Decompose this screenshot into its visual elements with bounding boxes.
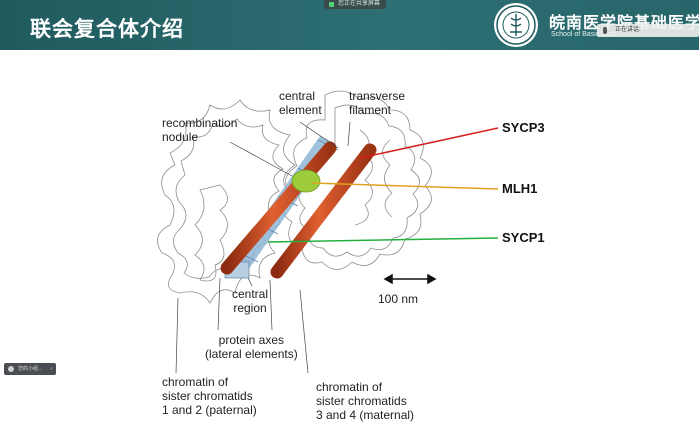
label-chromatin-paternal: chromatin of sister chromatids 1 and 2 (… [162,375,257,417]
slide-header: 联会复合体介绍 您正在共享屏幕 皖南医学院基础医学院 School of Bas… [0,0,699,50]
screen-share-label: 您正在共享屏幕 [338,1,381,7]
screen-share-indicator[interactable]: 您正在共享屏幕 [324,0,387,9]
lateral-element-maternal [270,143,377,279]
label-recombination-nodule: recombination nodule [162,116,238,144]
floating-toolbar-label: 您的小组... [18,366,43,372]
mlh1-pointer [311,182,499,190]
slide-title: 联会复合体介绍 [30,17,184,41]
protein-label-sycp3: SYCP3 [502,120,545,135]
school-logo [494,3,538,47]
group-icon [8,366,14,372]
label-transverse-filament: transverse filament [349,89,406,117]
label-central-element: central element [279,89,322,117]
label-scale: 100 nm [378,292,419,306]
sycp3-pointer [359,127,499,159]
leader-lines [175,121,351,374]
floating-meeting-toolbar[interactable]: 您的小组... › [4,363,56,375]
scale-arrow [383,273,437,285]
protein-label-sycp1: SYCP1 [502,230,545,245]
label-chromatin-maternal: chromatin of sister chromatids 3 and 4 (… [316,380,415,422]
protein-label-mlh1: MLH1 [502,181,538,196]
label-central-region: central region [232,287,269,315]
microphone-icon [603,27,607,34]
school-name-en: School of Basic Medi [551,31,617,38]
sycp1-pointer [267,237,499,243]
label-protein-axes: protein axes (lateral elements) [205,333,298,361]
speaking-indicator: 正在讲话: [597,24,699,37]
speaking-label: 正在讲话: [615,27,641,33]
lateral-element-paternal [220,141,337,275]
recombination-nodule [291,169,321,193]
screen-share-icon [329,2,334,7]
chevron-right-icon[interactable]: › [50,366,52,372]
